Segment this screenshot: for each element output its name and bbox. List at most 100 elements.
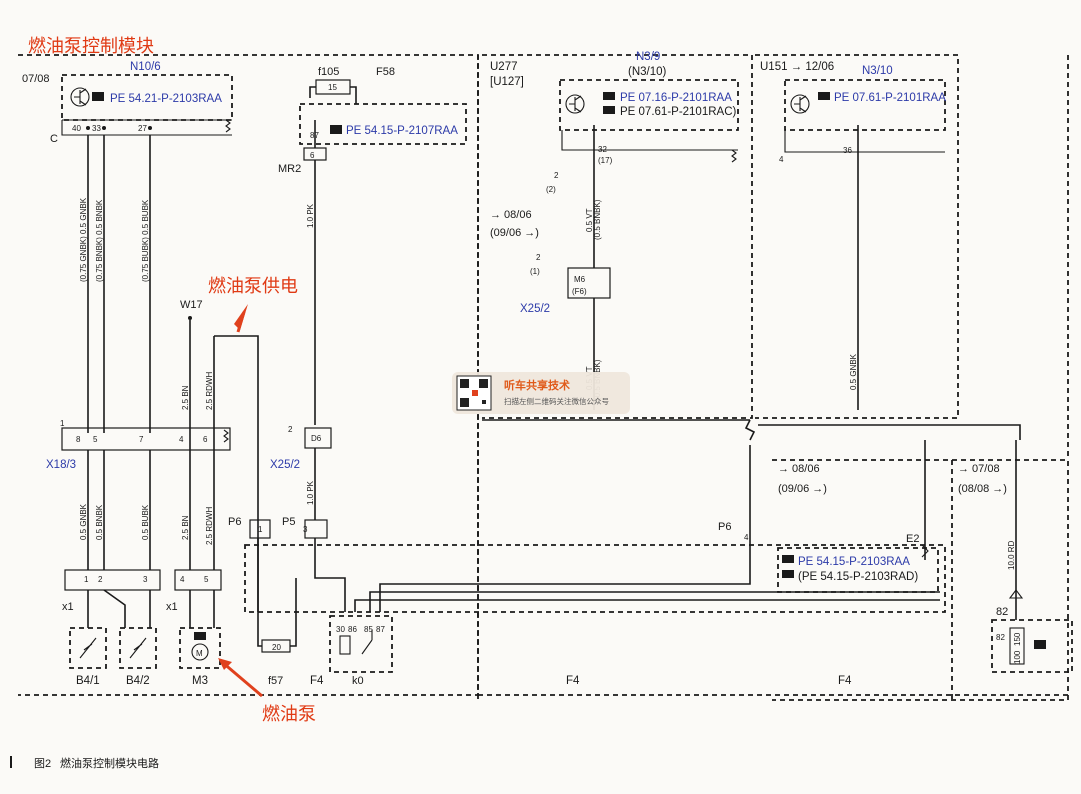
label-f4-left: F4 [310, 675, 324, 687]
svg-text:(1): (1) [530, 267, 540, 276]
svg-text:40: 40 [72, 124, 81, 133]
svg-text:150: 150 [1013, 632, 1022, 646]
module-boundary-f4-right [772, 459, 1069, 701]
relay-k0 [329, 615, 393, 673]
connector-mr2 [303, 147, 327, 161]
n39-module-box [559, 79, 739, 131]
ref-u151: U151 → 12/06 [760, 61, 834, 73]
label-e2: E2 [906, 533, 919, 545]
ref-0906: (09/06 →) [490, 227, 539, 239]
pe-code-f4a: PE 54.15-P-2103RAA [798, 556, 910, 568]
ref-0806-lower: → 08/06 [778, 463, 820, 475]
wire-label-rd: 10.0 RD [1007, 540, 1016, 570]
label-x1-left: x1 [62, 601, 74, 613]
ref-0906-lower: (09/06 →) [778, 483, 827, 495]
svg-text:M: M [196, 649, 203, 658]
pe-code-f58: PE 54.15-P-2107RAA [346, 125, 458, 137]
caption-figure: 图2 [34, 757, 51, 770]
transistor-icon [70, 87, 90, 107]
wire-label-pk1: 1.0 PK [306, 203, 315, 228]
svg-text:2: 2 [288, 425, 293, 434]
connector-p6 [249, 519, 271, 539]
svg-text:1: 1 [84, 575, 89, 584]
f58-module-box [299, 103, 467, 145]
pe-code-n39a: PE 07.16-P-2101RAA [620, 92, 732, 104]
svg-text:3: 3 [143, 575, 148, 584]
wire-label-2: (0.75 BNBK) 0.5 BNBK [95, 199, 104, 282]
svg-text:(17): (17) [598, 156, 613, 165]
label-x1-right: x1 [166, 601, 178, 613]
svg-text:2: 2 [98, 575, 103, 584]
label-p6-right: P6 [718, 521, 731, 533]
ref-0808-lower: (08/08 →) [958, 483, 1007, 495]
caption-text: 燃油泵控制模块电路 [60, 756, 159, 770]
svg-text:33: 33 [92, 124, 101, 133]
module-boundary-u277 [482, 54, 753, 419]
svg-text:(2): (2) [546, 185, 556, 194]
annotation-power-supply: 燃油泵供电 [208, 276, 298, 296]
wire-label-pk2: 1.0 PK [306, 480, 315, 505]
svg-text:2: 2 [554, 171, 559, 180]
pe-code-f4b: (PE 54.15-P-2103RAD) [798, 571, 918, 583]
label-n3-9: N3/9 [636, 51, 660, 63]
svg-text:8: 8 [76, 435, 81, 444]
connector-x1-left [64, 569, 161, 591]
annotation-module-title: 燃油泵控制模块 [28, 36, 154, 56]
svg-text:36: 36 [843, 146, 852, 155]
svg-text:87: 87 [376, 625, 385, 634]
svg-text:6: 6 [310, 151, 315, 160]
sensor-b4-2 [119, 627, 157, 669]
svg-text:85: 85 [364, 625, 373, 634]
svg-text:87: 87 [310, 131, 319, 140]
svg-text:30: 30 [336, 625, 345, 634]
wire-label-vt: 0.5 VT [585, 208, 594, 232]
svg-text:3: 3 [303, 525, 308, 534]
doc-ref-icon [92, 92, 104, 101]
connector-x1-right [174, 569, 222, 591]
label-x18-3: X18/3 [46, 459, 76, 471]
n310-module-box [784, 79, 946, 131]
label-d6: D6 [311, 434, 322, 443]
label-n3-10: N3/10 [862, 65, 893, 77]
wire-label-gnbk2: 0.5 GNBK [79, 503, 88, 540]
label-n3-10-paren: (N3/10) [628, 66, 667, 78]
label-w17: W17 [180, 299, 203, 311]
svg-text:15: 15 [328, 83, 337, 92]
wire-label-rdwh: 2.5 RDWH [205, 372, 214, 410]
label-x25-2-lower: X25/2 [270, 459, 300, 471]
f4-module-box [777, 547, 939, 593]
label-f6: (F6) [572, 287, 587, 296]
label-n10-6: N10/6 [130, 61, 161, 73]
label-c: C [50, 133, 58, 145]
wire-label-gnbk3: 0.5 GNBK [849, 353, 858, 390]
label-u127: [U127] [490, 76, 524, 88]
pe-code-n10: PE 54.21-P-2103RAA [110, 93, 222, 105]
fuel-pump-m3 [179, 627, 221, 669]
label-f105: f105 [318, 66, 339, 78]
svg-text:4: 4 [180, 575, 185, 584]
connector-x25-2-upper [567, 267, 611, 299]
label-k0: k0 [352, 675, 364, 687]
svg-text:6: 6 [203, 435, 208, 444]
module-boundary-n310 [755, 54, 959, 419]
svg-text:86: 86 [348, 625, 357, 634]
wire-label-bnbk3: (0.5 BNBK) [593, 199, 602, 240]
motor-icon [191, 643, 209, 661]
wire-label-1: (0.75 GNBK) 0.5 GNBK [79, 197, 88, 282]
svg-text:5: 5 [204, 575, 209, 584]
annotation-fuel-pump: 燃油泵 [262, 704, 316, 724]
svg-text:4: 4 [779, 155, 784, 164]
wire-label-bubk2: 0.5 BUBK [141, 504, 150, 540]
label-f58: F58 [376, 66, 395, 78]
label-x25-2-upper: X25/2 [520, 303, 550, 315]
sensor-b4-1 [69, 627, 107, 669]
label-m6: M6 [574, 275, 586, 284]
pe-code-n39b: PE 07.61-P-2101RAC) [620, 106, 737, 118]
svg-text:4: 4 [744, 533, 749, 542]
svg-text:5: 5 [93, 435, 98, 444]
annotation-arrow-pump [221, 660, 263, 698]
svg-text:82: 82 [996, 633, 1005, 642]
pe-code-n310: PE 07.61-P-2101RAA [834, 92, 946, 104]
wire-label-bn: 2.5 BN [181, 385, 190, 410]
watermark-title: 听车共享技术 [504, 378, 570, 392]
